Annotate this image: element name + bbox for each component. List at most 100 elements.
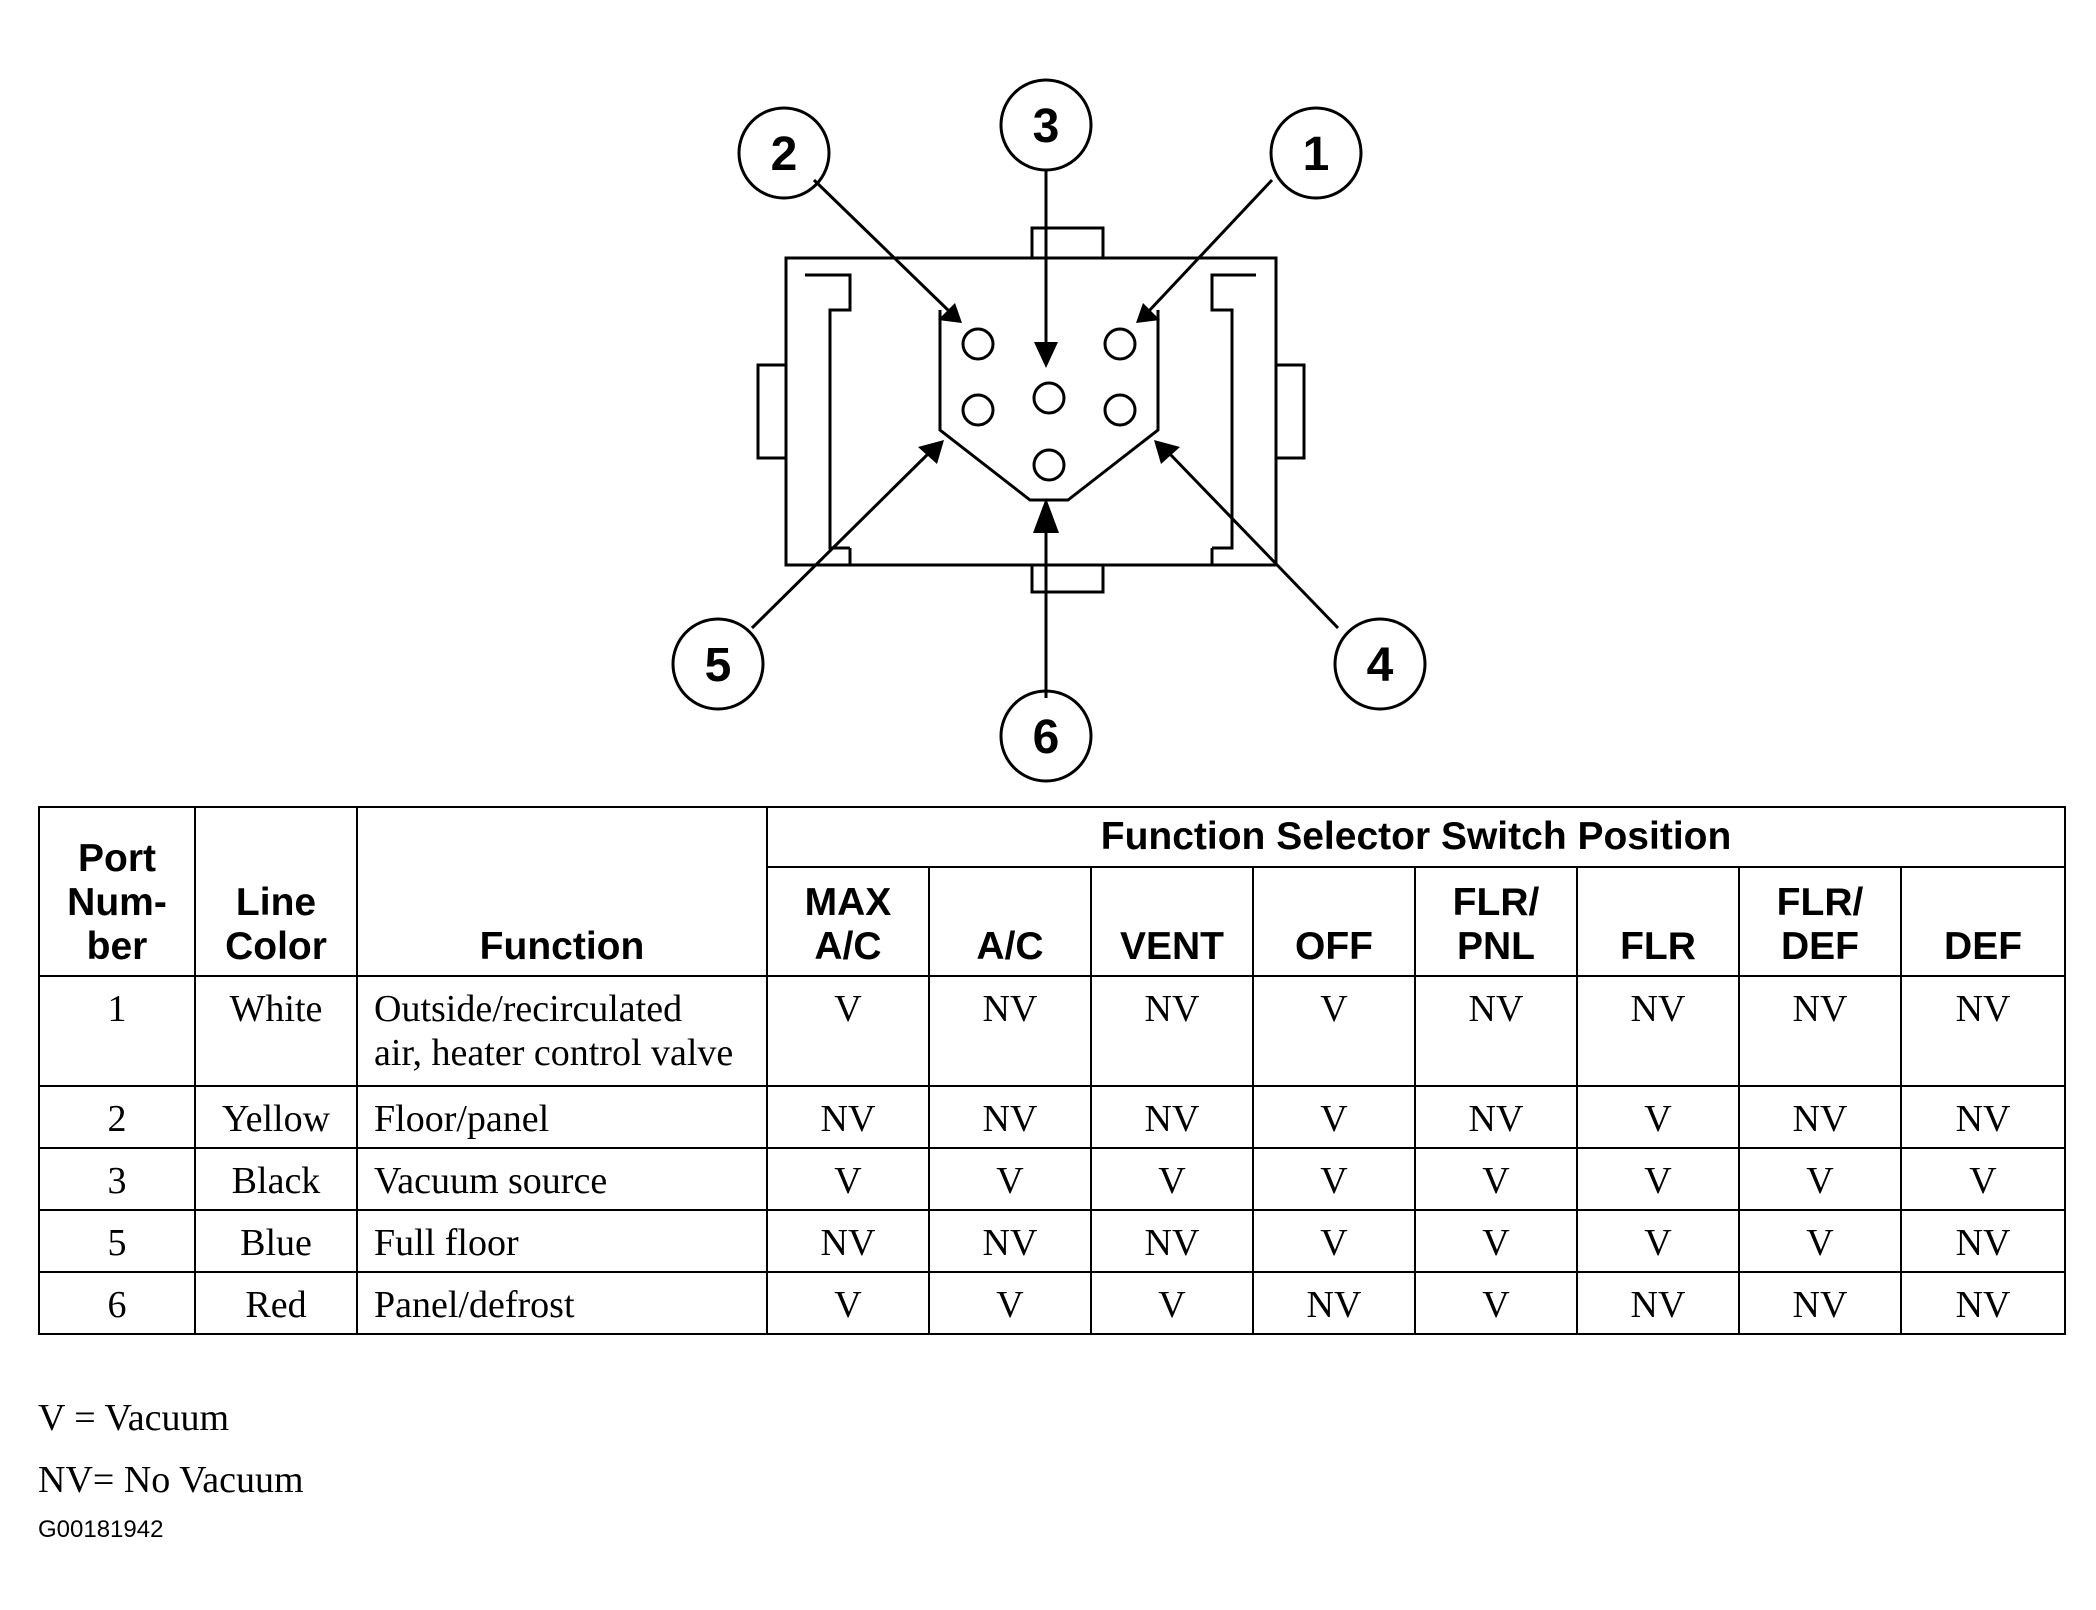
cell-port-number: 3 (38, 1147, 196, 1211)
cell-vacuum-state: V (928, 1271, 1092, 1335)
cell-port-number: 2 (38, 1085, 196, 1149)
cell-vacuum-state: NV (766, 1085, 930, 1149)
callout-label-5: 5 (705, 639, 732, 692)
cell-vacuum-state: V (1414, 1147, 1578, 1211)
cell-vacuum-state: V (1414, 1271, 1578, 1335)
cell-function: Vacuum source (356, 1147, 768, 1211)
cell-vacuum-state: V (766, 1147, 930, 1211)
callout-label-1: 1 (1303, 128, 1330, 181)
header-switch-position-group: Function Selector Switch Position (765, 806, 2067, 868)
cell-vacuum-state: V (1090, 1147, 1254, 1211)
port-hole-2 (961, 327, 995, 361)
header-position-flr-def: FLR/DEF (1738, 866, 1902, 977)
port-hole-6 (1032, 448, 1066, 482)
cell-function: Panel/defrost (356, 1271, 768, 1335)
cell-port-number: 5 (38, 1209, 196, 1273)
arrowhead-2 (938, 303, 962, 323)
cell-vacuum-state: NV (928, 1209, 1092, 1273)
cell-vacuum-state: NV (1738, 975, 1902, 1087)
cell-vacuum-state: NV (1738, 1271, 1902, 1335)
cell-line-color: Red (194, 1271, 358, 1335)
cell-line-color: Yellow (194, 1085, 358, 1149)
port-hole-4 (1103, 393, 1137, 427)
legend-no-vacuum: NV= No Vacuum (38, 1459, 304, 1501)
port-hole-5 (961, 393, 995, 427)
cell-vacuum-state: V (1576, 1209, 1740, 1273)
arrowhead-3 (1034, 342, 1058, 368)
cell-vacuum-state: V (1576, 1147, 1740, 1211)
header-position-off: OFF (1252, 866, 1416, 977)
arrowhead-4 (1154, 440, 1180, 464)
arrowhead-6 (1033, 498, 1059, 533)
cell-vacuum-state: NV (1090, 1209, 1254, 1273)
callout-label-3: 3 (1033, 100, 1060, 153)
cell-vacuum-state: NV (1090, 1085, 1254, 1149)
cell-vacuum-state: NV (928, 975, 1092, 1087)
callout-circle-3 (999, 78, 1093, 172)
header-position-flr: FLR (1576, 866, 1740, 977)
cell-line-color: Black (194, 1147, 358, 1211)
cell-function: Full floor (356, 1209, 768, 1273)
callout-circle-6 (999, 689, 1093, 783)
cell-vacuum-state: NV (1414, 1085, 1578, 1149)
connector-diagram: 1 2 3 4 5 6 (671, 78, 1427, 783)
callout-label-2: 2 (771, 128, 798, 181)
header-position-vent: VENT (1090, 866, 1254, 977)
port-hole-3 (1032, 381, 1066, 415)
cell-port-number: 1 (38, 975, 196, 1087)
cell-vacuum-state: NV (1576, 1271, 1740, 1335)
cell-vacuum-state: NV (1899, 1271, 2067, 1335)
callout-circle-4 (1333, 617, 1427, 711)
cell-port-number: 6 (38, 1271, 196, 1335)
connector-housing (756, 226, 1306, 594)
figure-id: G00181942 (38, 1516, 164, 1543)
cell-vacuum-state: NV (1090, 975, 1254, 1087)
port-hole-1 (1103, 327, 1137, 361)
cell-vacuum-state: NV (1738, 1085, 1902, 1149)
header-function: Function (356, 806, 768, 977)
cell-function: Floor/panel (356, 1085, 768, 1149)
callout-circle-1 (1269, 106, 1363, 200)
arrowhead-5 (918, 440, 944, 464)
cell-line-color: Blue (194, 1209, 358, 1273)
cell-vacuum-state: V (1899, 1147, 2067, 1211)
cell-vacuum-state: V (1252, 975, 1416, 1087)
cell-vacuum-state: NV (1252, 1271, 1416, 1335)
cell-vacuum-state: V (1738, 1147, 1902, 1211)
callout-label-4: 4 (1367, 639, 1394, 692)
cell-vacuum-state: V (1252, 1147, 1416, 1211)
cell-vacuum-state: NV (1899, 975, 2067, 1087)
cell-vacuum-state: V (766, 1271, 930, 1335)
header-position-def: DEF (1899, 866, 2067, 977)
cell-vacuum-state: NV (928, 1085, 1092, 1149)
cell-vacuum-state: V (1414, 1209, 1578, 1273)
cell-vacuum-state: V (1252, 1209, 1416, 1273)
callout-label-6: 6 (1033, 711, 1060, 764)
cell-vacuum-state: V (1576, 1085, 1740, 1149)
cell-vacuum-state: V (1090, 1271, 1254, 1335)
cell-line-color: White (194, 975, 358, 1087)
cell-vacuum-state: NV (1899, 1085, 2067, 1149)
legend-vacuum: V = Vacuum (38, 1397, 230, 1439)
cell-vacuum-state: V (928, 1147, 1092, 1211)
cell-vacuum-state: NV (1899, 1209, 2067, 1273)
callout-circle-5 (671, 617, 765, 711)
cell-vacuum-state: NV (766, 1209, 930, 1273)
cell-vacuum-state: V (766, 975, 930, 1087)
callout-circle-2 (737, 106, 831, 200)
cell-vacuum-state: V (1252, 1085, 1416, 1149)
cell-vacuum-state: NV (1414, 975, 1578, 1087)
cell-vacuum-state: V (1738, 1209, 1902, 1273)
